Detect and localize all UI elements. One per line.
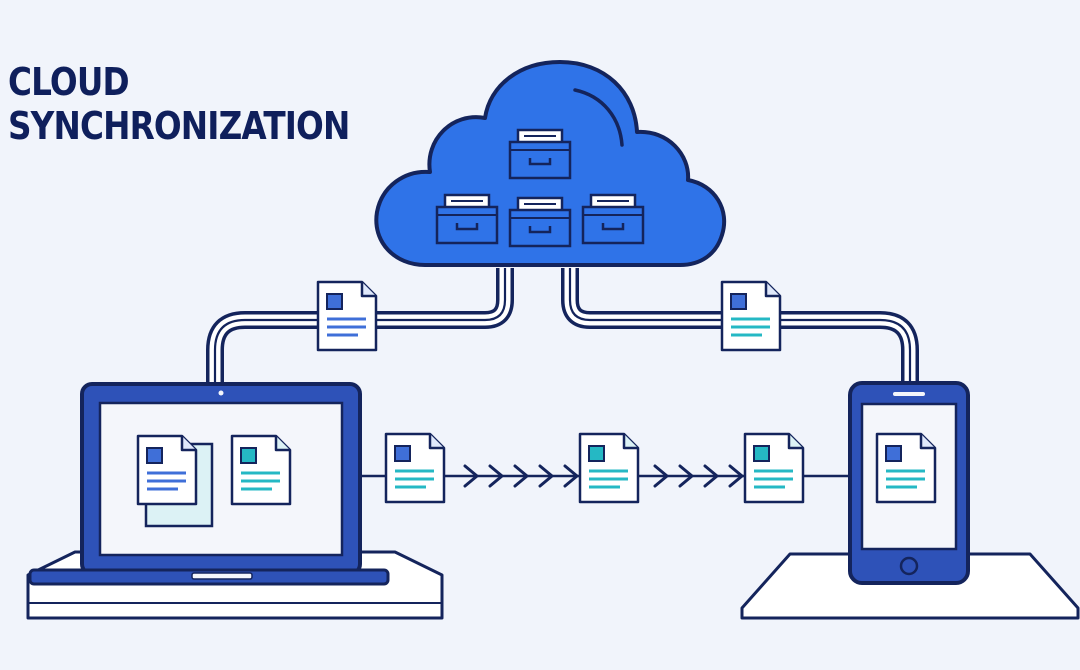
document-icon xyxy=(230,434,292,506)
page-title: CLOUD SYNCHRONIZATION xyxy=(8,60,350,148)
document-icon xyxy=(743,432,805,504)
file-drawer-icon xyxy=(435,193,499,245)
file-drawer-icon xyxy=(581,193,645,245)
document-icon xyxy=(316,280,378,352)
document-icon xyxy=(384,432,446,504)
document-stack-icon xyxy=(136,434,214,528)
document-icon xyxy=(720,280,782,352)
title-line-2: SYNCHRONIZATION xyxy=(8,104,350,148)
laptop-icon xyxy=(26,382,444,620)
title-line-1: CLOUD xyxy=(8,60,130,104)
document-icon xyxy=(578,432,640,504)
document-icon xyxy=(875,432,937,504)
file-drawer-icon xyxy=(508,128,572,180)
file-drawer-icon xyxy=(508,196,572,248)
